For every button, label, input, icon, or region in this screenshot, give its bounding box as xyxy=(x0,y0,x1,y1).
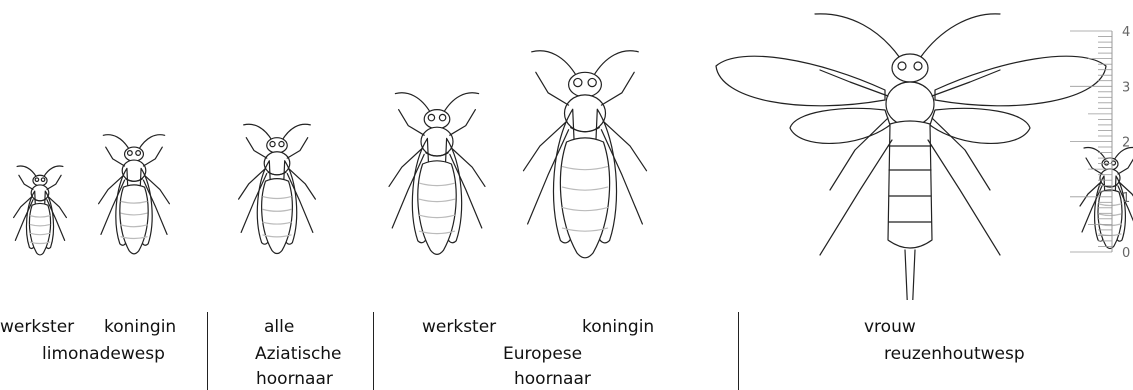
label-limonadewesp-werkster: werkster xyxy=(0,316,74,338)
aziatische-hoornaar-illustration xyxy=(239,124,316,253)
label-europese-hoornaar-koningin: koningin xyxy=(582,316,654,338)
ruler-tick-label: 3 xyxy=(1122,80,1130,95)
label-aziatische-hoornaar-name-1: Aziatische xyxy=(255,343,342,365)
ruler-tick-label: 4 xyxy=(1122,25,1130,40)
label-europese-hoornaar-werkster: werkster xyxy=(422,316,496,338)
ruler-tick-label: 2 xyxy=(1122,136,1130,151)
label-limonadewesp-koningin: koningin xyxy=(104,316,176,338)
label-aziatische-hoornaar-name-2: hoornaar xyxy=(256,368,333,390)
ruler-tick-label: 1 xyxy=(1122,191,1130,206)
reuzenhoutwesp-vrouw-illustration xyxy=(716,14,1106,300)
label-europese-hoornaar-name-2: hoornaar xyxy=(514,368,591,390)
europese-hoornaar-koningin-illustration xyxy=(524,51,647,258)
group-separator xyxy=(207,312,208,390)
group-separator xyxy=(373,312,374,390)
limonadewesp-koningin-illustration xyxy=(99,135,170,254)
label-limonadewesp-name: limonadewesp xyxy=(42,343,165,365)
europese-hoornaar-werkster-illustration xyxy=(389,93,485,255)
limonadewesp-werkster-illustration xyxy=(14,166,67,255)
insect-illustrations: 0 1 2 3 4 xyxy=(0,0,1133,300)
label-reuzenhoutwesp-vrouw: vrouw xyxy=(864,316,916,338)
label-aziatische-hoornaar-alle: alle xyxy=(264,316,294,338)
label-europese-hoornaar-name-1: Europese xyxy=(503,343,582,365)
ruler-tick-label: 0 xyxy=(1122,246,1130,261)
label-reuzenhoutwesp-name: reuzenhoutwesp xyxy=(884,343,1025,365)
group-separator xyxy=(738,312,739,390)
